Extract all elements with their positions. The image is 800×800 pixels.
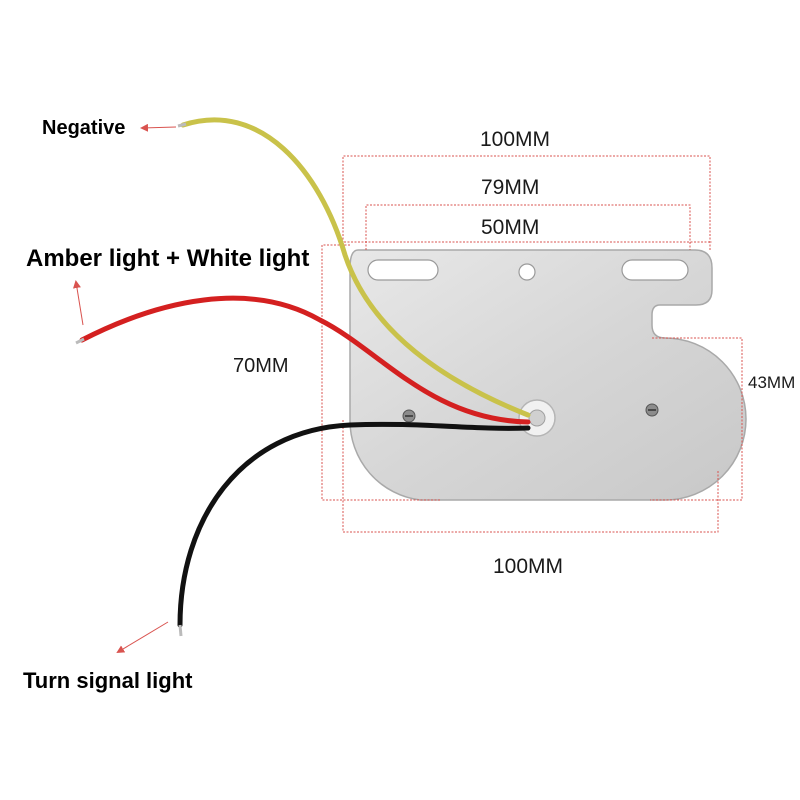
height-dimension: 70MM bbox=[233, 355, 289, 377]
bottom-width-dimension: 100MM bbox=[493, 555, 564, 578]
left-slot bbox=[367, 259, 439, 281]
red-wire bbox=[79, 295, 531, 425]
lower-height-dimension: 43MM bbox=[748, 373, 796, 392]
top-width-dimension: 100MM bbox=[480, 128, 551, 151]
amber-white-arrow bbox=[73, 280, 84, 326]
turn-signal-label: Turn signal light bbox=[23, 668, 193, 693]
negative-arrow bbox=[140, 123, 177, 132]
turn-signal-arrow bbox=[116, 621, 169, 654]
yellow-wire bbox=[180, 117, 531, 418]
center-hole bbox=[518, 263, 536, 281]
black-wire bbox=[177, 421, 531, 628]
negative-label: Negative bbox=[42, 117, 126, 139]
right-slot bbox=[621, 259, 689, 281]
mounting-plate bbox=[349, 249, 747, 501]
slot-spacing-dimension: 50MM bbox=[481, 216, 540, 239]
hole-spacing-dimension: 79MM bbox=[481, 176, 540, 199]
amber-white-label: Amber light + White light bbox=[26, 245, 310, 272]
